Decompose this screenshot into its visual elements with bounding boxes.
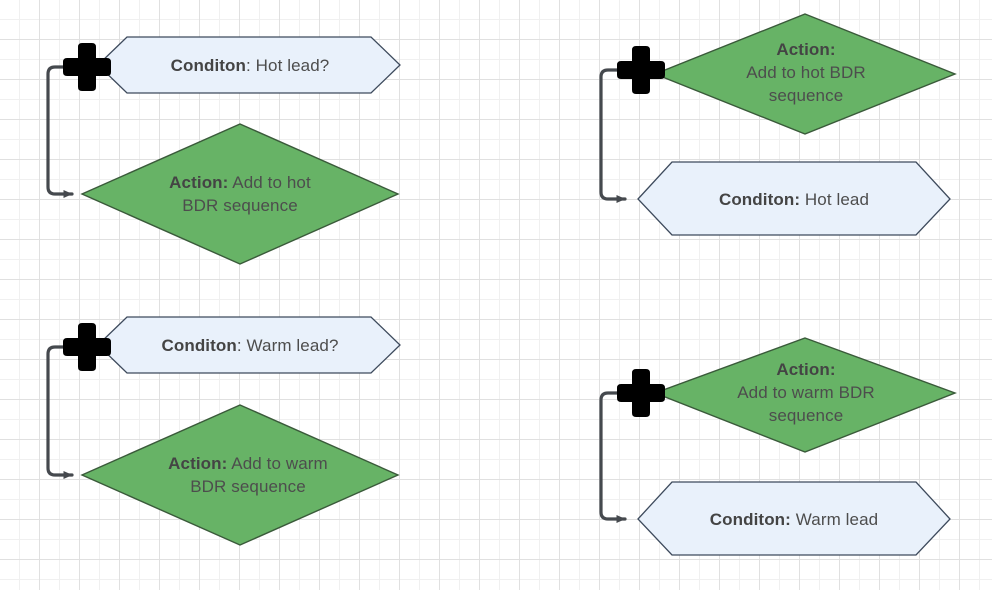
- condition-hexagon-bottom-left[interactable]: [97, 316, 401, 374]
- plus-junction-icon-top-right[interactable]: [617, 46, 665, 94]
- connector-elbow-top-left[interactable]: [46, 65, 88, 198]
- connector-elbow-top-right[interactable]: [599, 68, 642, 203]
- connector-elbow-bottom-left[interactable]: [46, 345, 88, 479]
- action-diamond-top-right[interactable]: [653, 13, 957, 135]
- action-diamond-bottom-right[interactable]: [653, 337, 957, 453]
- group-top-left[interactable]: [46, 36, 401, 265]
- plus-junction-icon-bottom-left[interactable]: [63, 323, 111, 371]
- condition-hexagon-bottom-right[interactable]: [637, 161, 951, 236]
- action-diamond-bottom-left[interactable]: [80, 404, 400, 546]
- action-diamond-top-left[interactable]: [80, 123, 400, 265]
- plus-junction-icon-bottom-right[interactable]: [617, 369, 665, 417]
- plus-junction-icon-top-left[interactable]: [63, 43, 111, 91]
- condition-hexagon-top-left[interactable]: [97, 36, 401, 94]
- group-bottom-left[interactable]: [46, 316, 401, 546]
- connector-elbow-bottom-right[interactable]: [599, 391, 642, 523]
- condition-hexagon-bottom-right-2[interactable]: [637, 481, 951, 556]
- group-top-right[interactable]: [599, 13, 957, 236]
- group-bottom-right[interactable]: [599, 337, 957, 556]
